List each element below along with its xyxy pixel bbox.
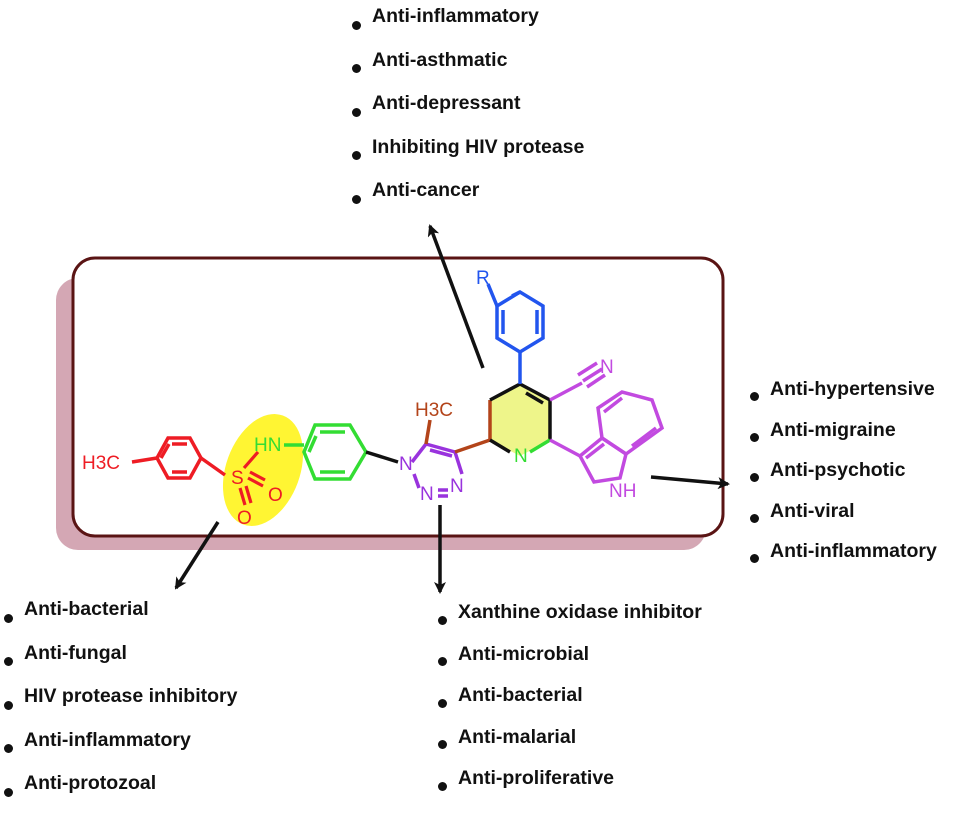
pyridine-ring (488, 382, 552, 454)
activity-item: Anti-viral (748, 498, 937, 539)
activity-item: Anti-inflammatory (350, 3, 584, 47)
sulfonyl-O-right-label: O (268, 485, 283, 506)
activity-item: Xanthine oxidase inhibitor (436, 599, 702, 641)
activity-item: Anti-proliferative (436, 765, 702, 807)
triazole-N1-label: N (399, 454, 413, 475)
activity-item: Anti-inflammatory (748, 538, 937, 579)
activity-item: Anti-microbial (436, 641, 702, 683)
activity-item: Anti-migraine (748, 417, 937, 458)
indole-NH-label: NH (609, 481, 636, 502)
activity-item: Anti-psychotic (748, 457, 937, 498)
activity-item: Anti-inflammatory (2, 727, 237, 771)
tolyl-group (131, 436, 227, 480)
aryl-R-label: R (476, 268, 490, 289)
sulfonyl-S-label: S (231, 468, 244, 489)
activity-item: Anti-protozoal (2, 770, 237, 814)
nitrile-group (549, 361, 606, 402)
indole-group (549, 390, 665, 484)
amide-NH-label: HN (254, 435, 281, 456)
activity-item: Anti-malarial (436, 724, 702, 766)
aryl-R-ring (486, 283, 545, 384)
triazole-N2-label: N (420, 484, 434, 505)
aminophenyl-ring (284, 423, 369, 481)
triazole-ring (410, 419, 491, 498)
activity-item: HIV protease inhibitory (2, 683, 237, 727)
triazole-N3-label: N (450, 476, 464, 497)
activity-item: Anti-cancer (350, 177, 584, 221)
activity-list-right: Anti-hypertensive Anti-migraine Anti-psy… (748, 376, 937, 579)
activity-list-top: Anti-inflammatory Anti-asthmatic Anti-de… (350, 3, 584, 221)
ring-triazole-bond (365, 450, 399, 464)
nitrile-N-label: N (600, 357, 614, 378)
arrow-up (427, 224, 485, 369)
activity-item: Anti-hypertensive (748, 376, 937, 417)
activity-item: Inhibiting HIV protease (350, 134, 584, 178)
activity-item: Anti-bacterial (2, 596, 237, 640)
pyridine-fill (490, 384, 550, 456)
activity-item: Anti-asthmatic (350, 47, 584, 91)
activity-item: Anti-bacterial (436, 682, 702, 724)
activity-list-bottom-center: Xanthine oxidase inhibitor Anti-microbia… (436, 599, 702, 807)
sulfonyl-O-bottom-label: O (237, 508, 252, 529)
sulfonyl-bonds (238, 450, 266, 506)
arrow-right (650, 475, 730, 490)
activity-item: Anti-depressant (350, 90, 584, 134)
activity-item: Anti-fungal (2, 640, 237, 684)
triazole-methyl-label: H3C (415, 400, 453, 421)
pyridine-N-label: N (514, 446, 528, 467)
tolyl-methyl-label: H3C (82, 453, 120, 474)
activity-list-bottom-left: Anti-bacterial Anti-fungal HIV protease … (2, 596, 237, 814)
arrow-bottom-left (174, 521, 220, 590)
